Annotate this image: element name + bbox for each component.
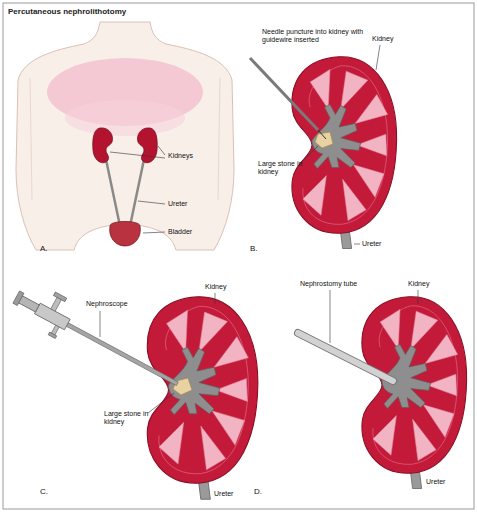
callout-label: Kidney (205, 283, 226, 291)
frame (3, 3, 474, 509)
callout-label: Ureter (168, 200, 187, 208)
leader-lines-c (100, 293, 215, 413)
torso (16, 22, 234, 250)
kidney-c (147, 297, 258, 499)
callout-label: Kidney (408, 280, 429, 288)
panel-letter: A. (40, 244, 48, 254)
panel-letter: C. (40, 487, 48, 497)
urinary-organs (93, 128, 157, 246)
callout-label: Kidney (372, 35, 393, 43)
callout-label: Nephrostomy tube (300, 280, 357, 288)
callout-label: Large stone in kidney (258, 160, 304, 177)
kidney-b (292, 57, 397, 249)
nephrostomy-tube (298, 333, 393, 381)
callout-label: Bladder (168, 228, 192, 236)
tube-outline (298, 333, 393, 381)
leader-lines-b (300, 45, 380, 244)
callout-label: Ureter (426, 478, 445, 486)
callout-label: Large stone in kidney (104, 410, 150, 427)
callout-label: Ureter (214, 490, 233, 498)
leader-lines-a (110, 146, 165, 233)
diagram-title: Percutaneous nephrolithotomy (8, 7, 126, 17)
callout-label: Needle puncture into kidney with guidewi… (262, 28, 374, 45)
leader-lines-d (330, 290, 418, 343)
kidney-d (362, 297, 467, 489)
nephroscope (8, 277, 189, 400)
panel-letter: B. (250, 244, 258, 254)
needle (250, 58, 318, 130)
callout-label: Ureter (362, 240, 381, 248)
stone-b (315, 132, 333, 148)
guidewire (318, 130, 326, 139)
panel-letter: D. (254, 487, 262, 497)
callout-label: Nephroscope (86, 300, 128, 308)
callout-label: Kidneys (168, 152, 193, 160)
